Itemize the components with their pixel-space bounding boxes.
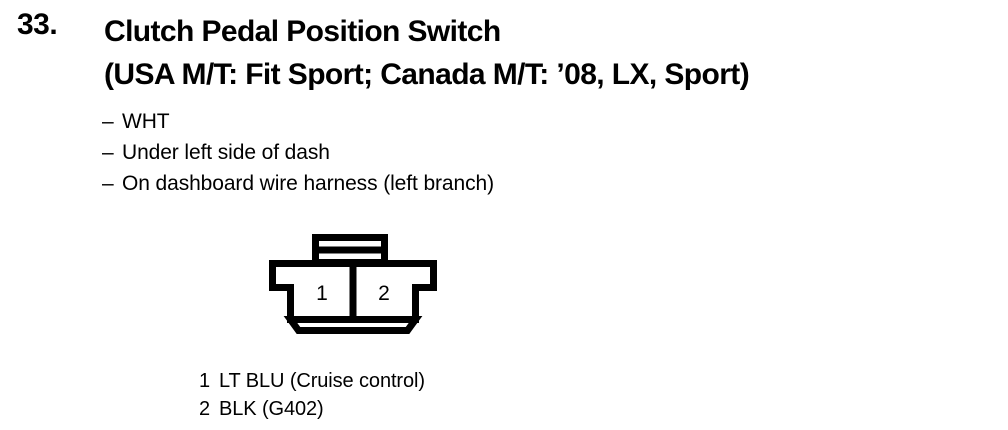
pin-description: LT BLU (Cruise control) — [219, 370, 425, 392]
page-title: Clutch Pedal Position Switch (USA M/T: F… — [104, 10, 1008, 96]
title-line-primary: Clutch Pedal Position Switch — [104, 15, 501, 48]
title-line-secondary: (USA M/T: Fit Sport; Canada M/T: ’08, LX… — [104, 58, 750, 91]
connector-cavity-label-2: 2 — [378, 282, 390, 305]
item-number: 33. — [17, 8, 58, 41]
connector-cavity-label-1: 1 — [316, 282, 328, 305]
list-item-label: WHT — [122, 110, 170, 133]
pin-legend: 1 LT BLU (Cruise control) 2 BLK (G402) — [199, 367, 425, 423]
list-item: –On dashboard wire harness (left branch) — [102, 168, 494, 199]
dash-icon: – — [102, 110, 114, 133]
list-item-label: Under left side of dash — [122, 141, 330, 164]
list-item: 2 BLK (G402) — [199, 395, 425, 423]
connector-svg: 1 2 — [269, 234, 437, 334]
list-item-label: On dashboard wire harness (left branch) — [122, 172, 494, 195]
pin-number: 2 — [199, 398, 211, 420]
list-item: 1 LT BLU (Cruise control) — [199, 367, 425, 395]
pin-number: 1 — [199, 370, 211, 392]
connector-diagram: 1 2 — [262, 230, 444, 334]
dash-icon: – — [102, 172, 114, 195]
list-item: –WHT — [102, 106, 494, 137]
list-item: –Under left side of dash — [102, 137, 494, 168]
detail-list: –WHT –Under left side of dash –On dashbo… — [102, 106, 494, 199]
connector-bottom-skirt — [283, 316, 423, 334]
pin-description: BLK (G402) — [219, 398, 324, 420]
dash-icon: – — [102, 141, 114, 164]
